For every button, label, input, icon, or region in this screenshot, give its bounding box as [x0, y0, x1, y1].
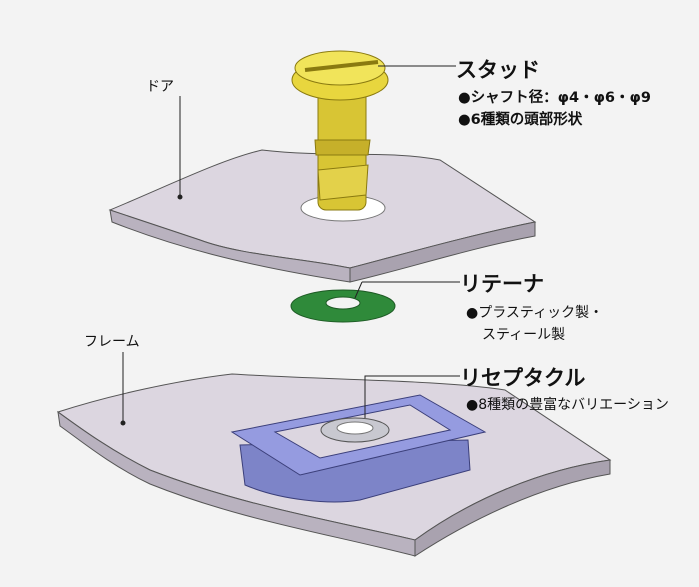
stud-bullet: ●シャフト径：φ4・φ6・φ9 [458, 90, 651, 106]
frame-label: フレーム [84, 334, 140, 350]
retainer-washer [290, 289, 396, 323]
receptacle-clip [230, 394, 487, 503]
retainer-title: リテーナ [460, 272, 544, 296]
stud-screw [291, 50, 389, 211]
retainer-bullet: スティール製 [482, 327, 566, 343]
door-label: ドア [146, 79, 174, 95]
receptacle-bullet: ●8種類の豊富なバリエーション [466, 397, 669, 413]
receptacle-title: リセプタクル [460, 366, 586, 390]
retainer-bullet: ●プラスティック製・ [466, 305, 604, 321]
stud-bullet: ●6種類の頭部形状 [458, 112, 583, 128]
stud-title: スタッド [456, 58, 540, 82]
leader-lines [120, 65, 460, 426]
